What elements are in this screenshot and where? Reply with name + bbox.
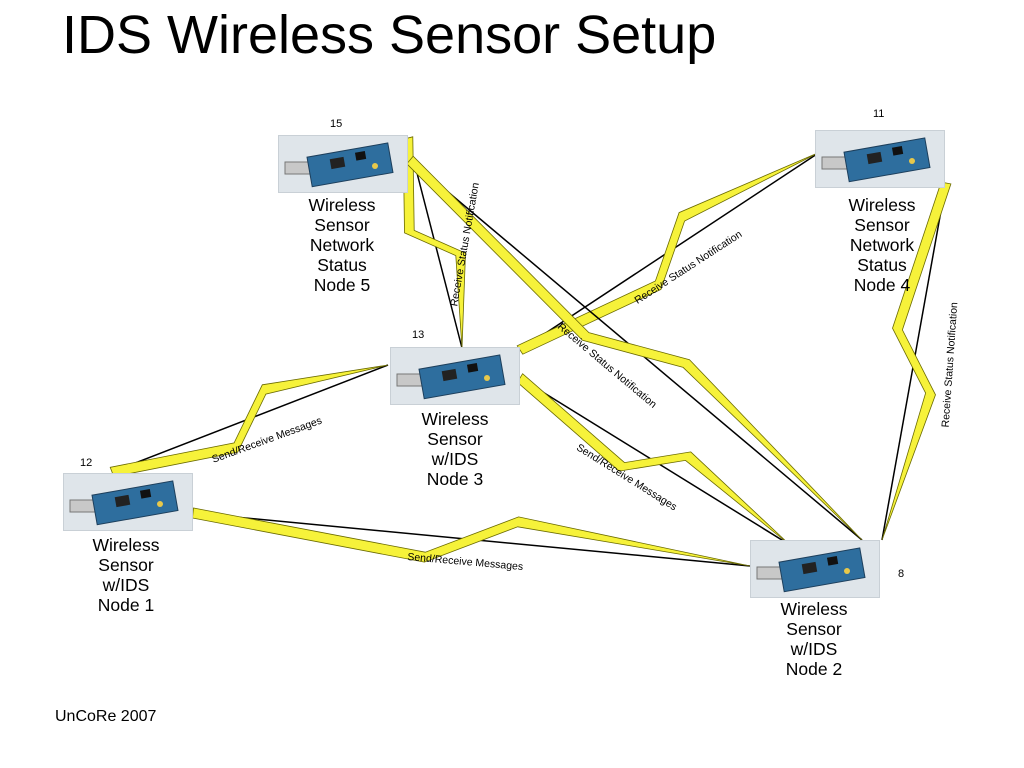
node-label-line: w/IDS	[102, 575, 150, 595]
node-label-line: Wireless	[92, 535, 160, 555]
node-label-line: Sensor	[98, 555, 154, 575]
link-label: Receive Status Notification	[940, 302, 961, 428]
node-label: Wireless Sensor w/IDS Node 1	[56, 535, 196, 615]
lightning-bolt-icon	[516, 151, 821, 355]
link-label: Receive Status Notification	[555, 321, 659, 411]
slide-footer: UnCoRe 2007	[55, 708, 157, 725]
node-label-line: w/IDS	[790, 639, 838, 659]
usb-sensor-icon	[284, 142, 394, 188]
usb-sensor-icon	[69, 480, 179, 526]
link-label: Receive Status Notification	[632, 228, 744, 306]
lightning-bolt-icon	[881, 181, 952, 541]
lightning-bolt-icon	[192, 507, 751, 567]
node-label-line: Wireless	[421, 409, 489, 429]
node-label-line: Node 4	[853, 275, 911, 295]
node-label: Wireless Sensor Network Status Node 4	[812, 195, 952, 295]
node-number: 15	[330, 118, 343, 130]
node-number: 13	[412, 329, 425, 341]
node-label-line: Node 5	[313, 275, 371, 295]
node-label-line: Sensor	[786, 619, 842, 639]
node-label-line: Network	[849, 235, 915, 255]
link-label: Send/Receive Messages	[407, 551, 524, 573]
node-label-line: w/IDS	[431, 449, 479, 469]
node-label-line: Wireless	[780, 599, 848, 619]
link-label: Send/Receive Messages	[210, 415, 323, 466]
node-label-line: Node 1	[97, 595, 155, 615]
usb-sensor-icon	[756, 547, 866, 593]
slide-title: IDS Wireless Sensor Setup	[62, 5, 717, 65]
lightning-bolt-icon	[406, 155, 863, 541]
usb-sensor-icon	[821, 137, 931, 183]
node-label-line: Sensor	[427, 429, 483, 449]
node-label-line: Network	[309, 235, 375, 255]
node-label-line: Wireless	[308, 195, 376, 215]
sensor-device-image	[750, 540, 880, 598]
node-number: 12	[80, 457, 93, 469]
sensor-device-image	[278, 135, 408, 193]
node-label-line: Status	[857, 255, 907, 275]
node-label-line: Status	[317, 255, 367, 275]
node-label: Wireless Sensor w/IDS Node 3	[385, 409, 525, 489]
node-label-line: Sensor	[314, 215, 370, 235]
lightning-bolt-icon	[402, 136, 466, 349]
node-label-line: Node 2	[785, 659, 843, 679]
usb-sensor-icon	[396, 354, 506, 400]
node-label: Wireless Sensor w/IDS Node 2	[744, 599, 884, 679]
node-label: Wireless Sensor Network Status Node 5	[272, 195, 412, 295]
node-number: 8	[898, 568, 905, 580]
node-label-line: Sensor	[854, 215, 910, 235]
node-label-line: Wireless	[848, 195, 916, 215]
lightning-bolt-icon	[516, 373, 791, 546]
sensor-device-image	[815, 130, 945, 188]
sensor-device-image	[390, 347, 520, 405]
sensor-device-image	[63, 473, 193, 531]
lightning-bolt-icon	[109, 364, 389, 478]
link-label: Send/Receive Messages	[574, 442, 679, 514]
node-number: 11	[873, 108, 885, 120]
node-label-line: Node 3	[426, 469, 484, 489]
